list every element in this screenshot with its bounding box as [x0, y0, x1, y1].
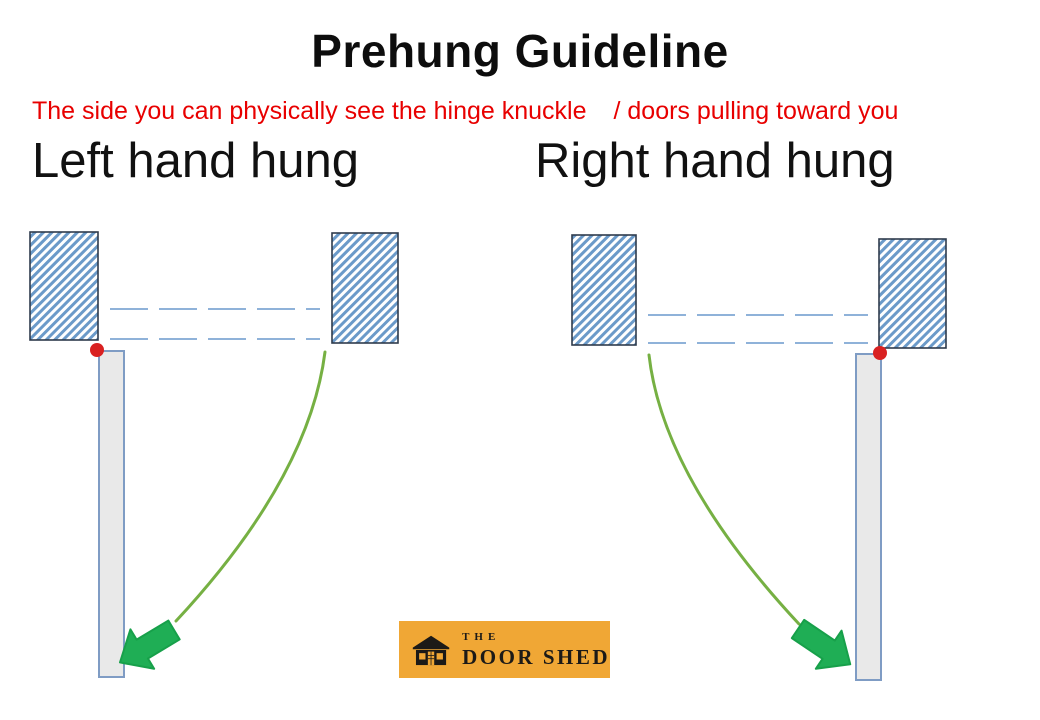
logo-word-the: THE: [462, 630, 501, 643]
swing-arc: [647, 353, 801, 626]
door-panel: [855, 353, 882, 681]
hinge-side-wall: [29, 231, 99, 341]
left-hand-diagram: [29, 231, 399, 678]
door-panel: [98, 350, 125, 678]
hinge-knuckle-dot: [90, 343, 104, 357]
hinge-knuckle-dot: [873, 346, 887, 360]
subtitle: The side you can physically see the hing…: [32, 97, 898, 126]
logo-wordmark: THE DOOR SHED: [462, 630, 610, 669]
latch-side-wall: [571, 234, 637, 346]
right-hand-diagram: [571, 234, 947, 681]
logo-word-doorshed: DOOR SHED: [462, 644, 610, 669]
swing-direction-arrow: [790, 618, 852, 670]
page-title: Prehung Guideline: [311, 25, 729, 77]
subtitle-pull-rule: / doors pulling toward you: [613, 97, 899, 125]
right-hand-hung-heading: Right hand hung: [535, 134, 895, 188]
swing-arc: [174, 350, 327, 623]
swing-direction-arrow: [118, 619, 181, 670]
latch-side-wall: [331, 232, 399, 344]
shed-house-icon: [412, 635, 450, 665]
left-hand-hung-heading: Left hand hung: [32, 134, 359, 188]
doorshed-logo: THE DOOR SHED: [399, 621, 610, 678]
hinge-side-wall: [878, 238, 947, 349]
subtitle-hinge-rule: The side you can physically see the hing…: [32, 97, 587, 125]
